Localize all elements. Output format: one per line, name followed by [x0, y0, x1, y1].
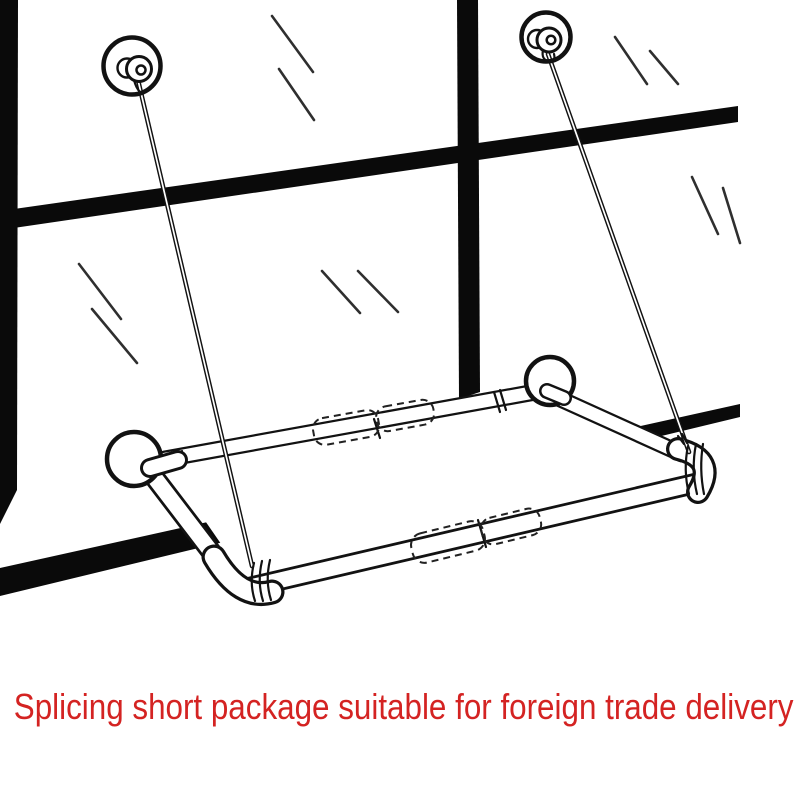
- rope-wrap-right: [684, 444, 691, 496]
- frame-suction-cups: [104, 354, 577, 489]
- glare-stroke: [356, 269, 400, 314]
- window-bar-middle-vertical: [457, 0, 480, 399]
- glare-stroke: [613, 35, 649, 86]
- sleeve-back-left: [311, 409, 381, 446]
- sleeve-front-left: [410, 520, 486, 564]
- splice-joint-ring: [492, 390, 502, 414]
- rope-wrap-right: [700, 442, 706, 496]
- window-bar-left-vertical: [0, 0, 18, 524]
- rope-wrap-left: [266, 558, 273, 602]
- cup-nipple: [545, 34, 557, 46]
- glare-stroke: [721, 186, 742, 245]
- hammock-frame-rails: [140, 382, 708, 598]
- glass-glare-marks: [77, 14, 742, 365]
- splice-joint-ring: [372, 417, 382, 440]
- glare-stroke: [270, 14, 315, 74]
- rope-wraps: [250, 432, 706, 603]
- glare-stroke: [277, 67, 316, 122]
- sleeve-back-right: [375, 398, 436, 433]
- sleeve-front-right: [480, 507, 543, 546]
- glare-stroke: [77, 262, 123, 321]
- window-bar-upper-horizontal: [0, 106, 738, 230]
- glare-stroke: [648, 49, 680, 86]
- cup-nipple: [135, 64, 147, 76]
- window-suction-cups: [101, 10, 573, 97]
- glare-stroke: [90, 307, 139, 365]
- suction-cup-window-left: [101, 35, 163, 97]
- cup-tail: [132, 78, 142, 94]
- rope-wrap-left: [250, 561, 257, 603]
- suction-cup-window-right: [519, 10, 573, 64]
- splice-joint-ring: [498, 388, 508, 412]
- glare-stroke: [690, 175, 720, 236]
- hanging-wires: [135, 51, 692, 569]
- cup-knob: [535, 26, 563, 54]
- caption-text: Splicing short package suitable for fore…: [14, 687, 794, 728]
- glare-stroke: [320, 269, 362, 315]
- rope-wrap-right: [692, 442, 699, 496]
- rope-wrap-left: [258, 559, 265, 603]
- cup-tail: [541, 48, 556, 63]
- corner-elbows: [201, 437, 717, 606]
- wire-knot-right: [676, 432, 689, 446]
- cup-knob: [125, 55, 153, 83]
